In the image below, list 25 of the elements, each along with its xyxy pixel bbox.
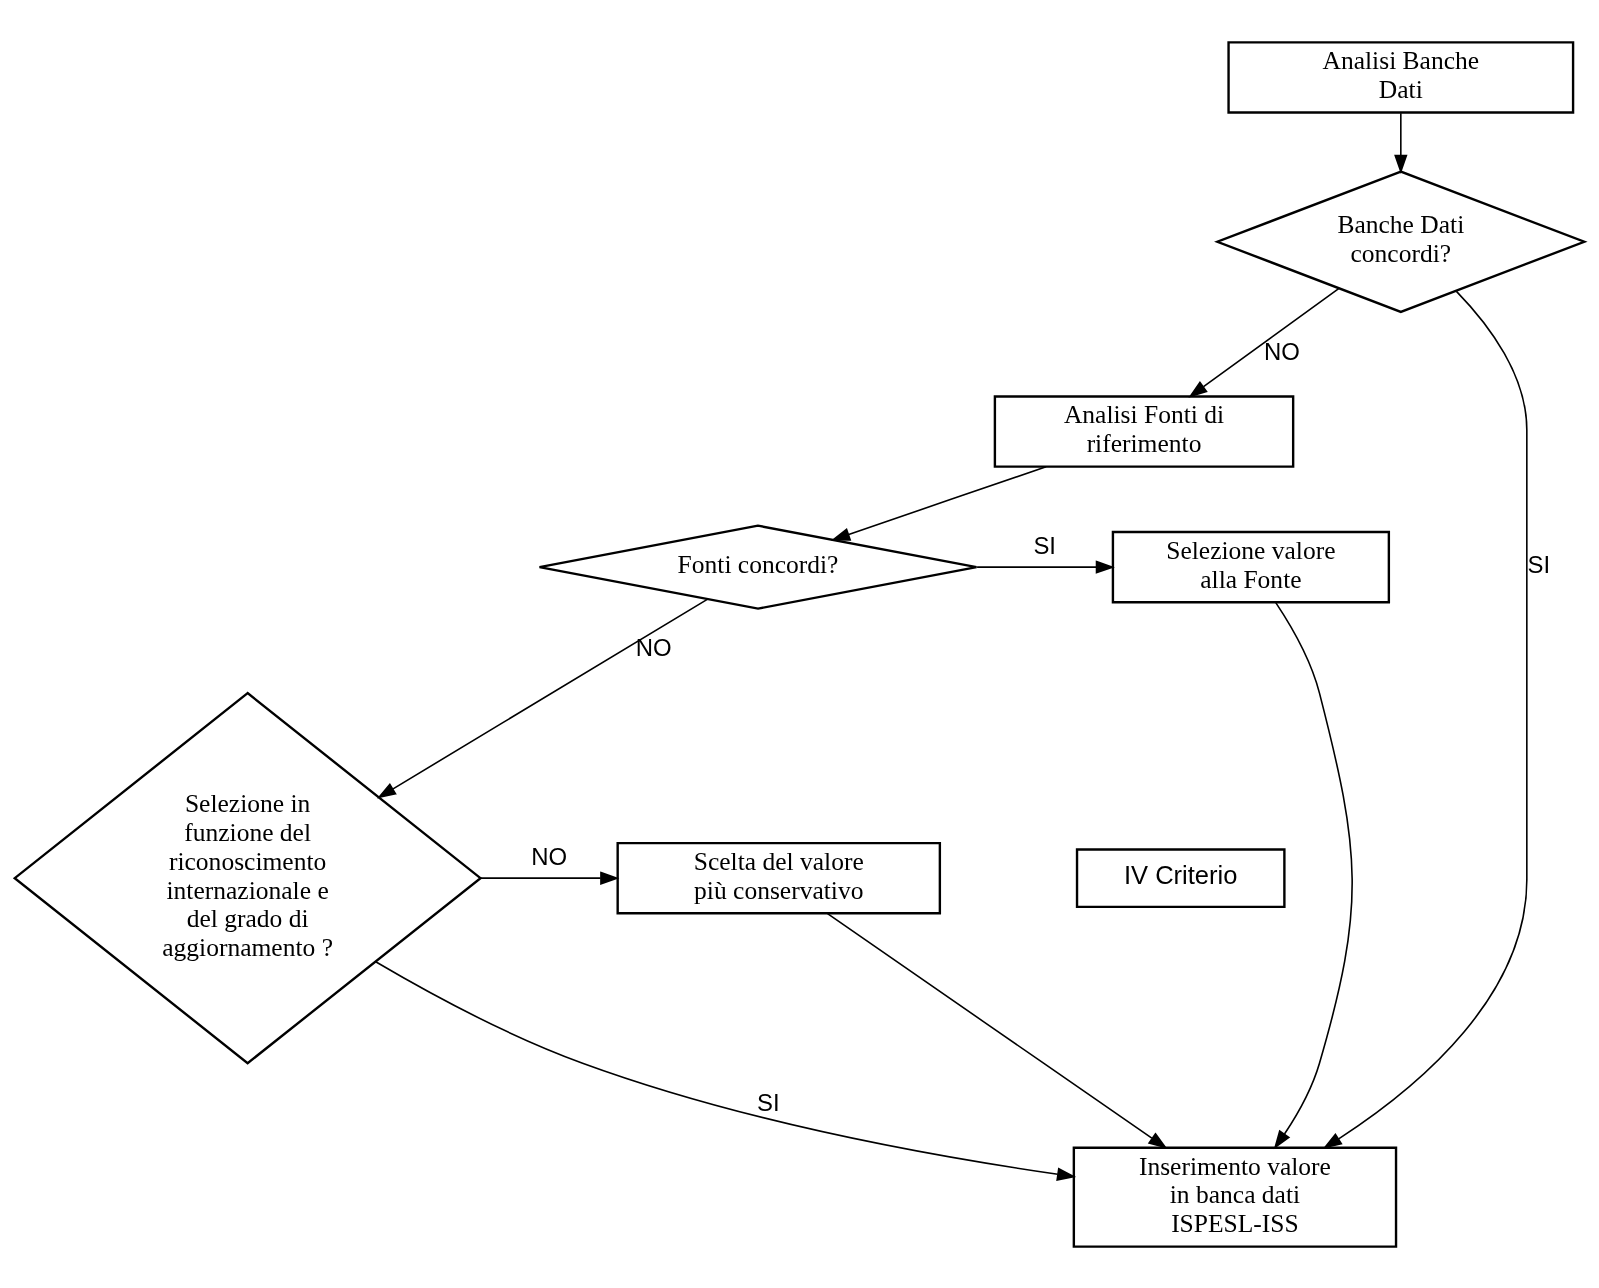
edge-label: NO	[635, 633, 672, 661]
edge-label: SI	[1033, 531, 1057, 559]
arrow	[976, 559, 1115, 574]
arrow	[826, 912, 1168, 1149]
node-box: Selezione valore alla Fonte	[1111, 530, 1391, 603]
edge-label: NO	[531, 842, 568, 870]
arrow	[376, 597, 709, 799]
arrow	[1273, 601, 1353, 1149]
edge-label: SI	[1527, 550, 1551, 578]
arrow	[1394, 111, 1408, 174]
arrow	[479, 870, 620, 885]
node-diamond: Banche Dati concordi?	[1214, 169, 1588, 313]
node-box: Inserimento valore in banca dati ISPESL-ISS	[1072, 1146, 1398, 1248]
node-box: IV Criterio	[1075, 847, 1286, 908]
node-box: Analisi Fonti di riferimento	[993, 394, 1295, 468]
edge-label: SI	[757, 1088, 780, 1116]
arrow	[831, 465, 1047, 541]
arrow	[1188, 287, 1340, 398]
edge-label: NO	[1264, 337, 1300, 365]
arrow	[1322, 290, 1528, 1149]
node-diamond: Selezione in funzione del riconoscimento internazionale e del grado di aggiornamento ?	[12, 691, 483, 1065]
node-box: Scelta del valore più conservativo	[616, 841, 942, 914]
arrow	[375, 960, 1077, 1181]
node-diamond: Fonti concordi?	[538, 523, 978, 610]
node-box: Analisi Banche Dati	[1227, 40, 1575, 114]
